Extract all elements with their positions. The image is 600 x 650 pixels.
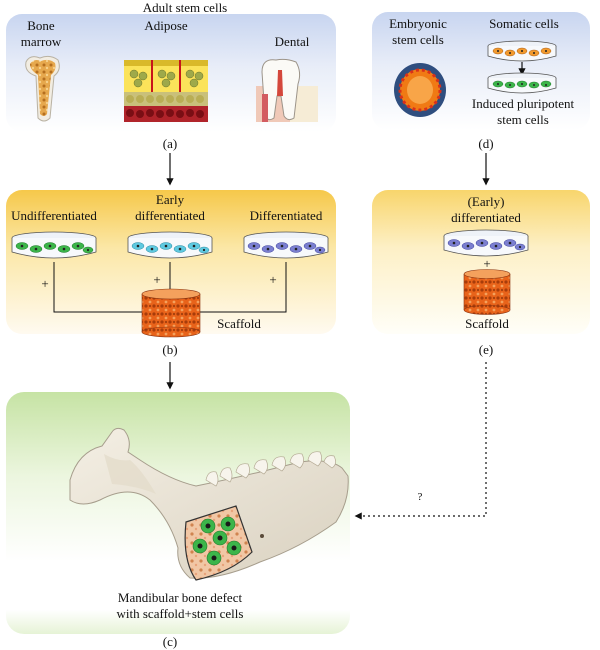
scaffold-b: [141, 288, 201, 338]
dental-label: Dental: [274, 34, 310, 49]
ipsc-dish: [487, 72, 557, 94]
caption-e: (e): [478, 342, 494, 357]
caption-a: (a): [162, 136, 178, 151]
ipsc-label-line2: stem cells: [497, 112, 549, 127]
plus-sign-3: +: [269, 272, 277, 287]
panel-b-connectors: [53, 262, 287, 313]
plus-sign-1: +: [41, 276, 49, 291]
e-early-differentiated-line2: differentiated: [451, 210, 521, 225]
caption-c: (c): [162, 634, 178, 649]
adult-stem-cells-title: Adult stem cells: [142, 0, 228, 15]
differentiated-label: Differentiated: [249, 208, 323, 223]
scaffold-e: [463, 269, 511, 315]
scaffold-e-label: Scaffold: [465, 316, 509, 331]
plus-sign-2: +: [153, 272, 161, 287]
dish-early-differentiated: [127, 231, 213, 259]
embryo-icon: [394, 63, 446, 117]
somatic-cells-label: Somatic cells: [489, 16, 559, 31]
embryonic-label-line1: Embryonic: [389, 16, 447, 31]
plus-sign-e: +: [483, 256, 491, 271]
early-differentiated-label-line1: Early: [155, 192, 185, 207]
adipose-label: Adipose: [144, 18, 188, 33]
somatic-cells-dish: [487, 40, 557, 62]
caption-d: (d): [478, 136, 494, 151]
scaffold-b-label: Scaffold: [217, 316, 261, 331]
bone-marrow-icon: [25, 55, 60, 122]
embryonic-label-line2: stem cells: [392, 32, 444, 47]
mandible-label-line1: Mandibular bone defect: [117, 590, 243, 605]
dish-early-differentiated-e: [443, 229, 529, 257]
question-mark-label: ?: [417, 491, 423, 503]
dish-undifferentiated: [11, 231, 97, 259]
mandible-label-line2: with scaffold+stem cells: [116, 606, 244, 621]
bone-marrow-label-line2: marrow: [20, 34, 62, 49]
e-early-differentiated-line1: (Early): [467, 194, 505, 209]
ipsc-label-line1: Induced pluripotent: [471, 96, 575, 111]
adipose-tissue-icon: [124, 60, 208, 122]
tooth-icon: [256, 58, 318, 122]
mandible-icon: [69, 427, 349, 581]
caption-b: (b): [162, 342, 178, 357]
dish-differentiated: [243, 231, 329, 259]
undifferentiated-label: Undifferentiated: [11, 208, 97, 223]
arrow-e-to-c-dashed: [354, 362, 487, 520]
early-differentiated-label-line2: differentiated: [135, 208, 205, 223]
bone-marrow-label-line1: Bone: [27, 18, 55, 33]
